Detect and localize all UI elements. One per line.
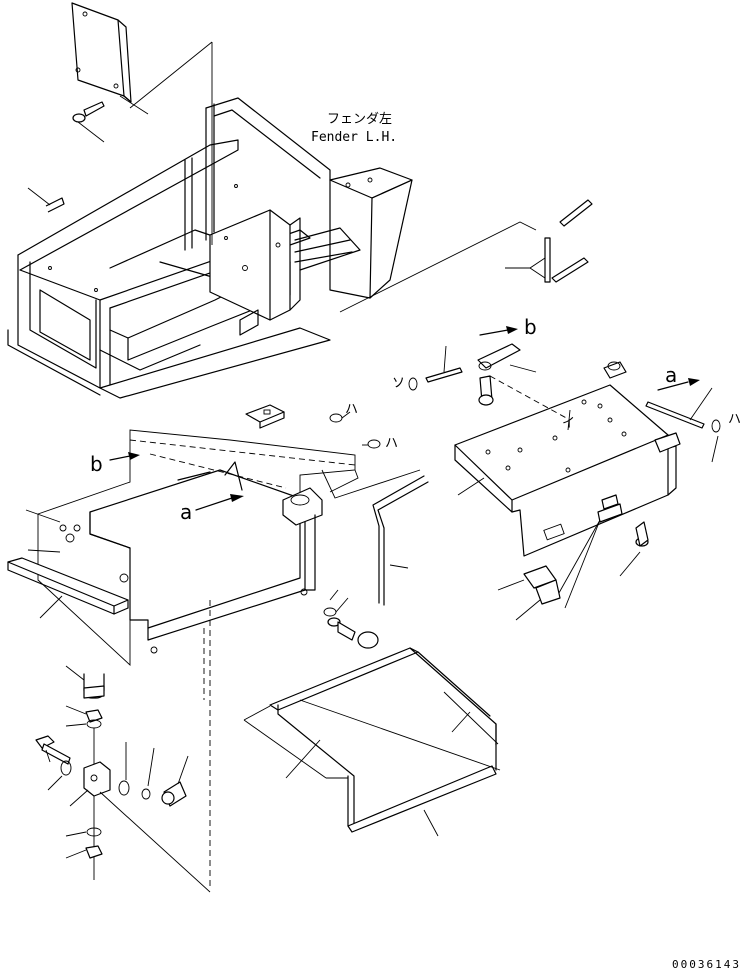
pin-rod xyxy=(425,345,463,383)
main-frame xyxy=(7,97,413,399)
ref-letter-a-right: a xyxy=(665,363,678,387)
side-brackets xyxy=(505,199,593,283)
fender-label-japanese: フェンダ左 xyxy=(327,112,393,127)
bolt-knob xyxy=(323,589,379,649)
leader-line xyxy=(564,519,601,609)
hardware-stack xyxy=(35,665,211,893)
note-kana: ソ xyxy=(392,376,406,391)
arrow-b-left xyxy=(109,452,140,461)
washer-group-middle xyxy=(329,411,381,449)
bolt-right-cover xyxy=(619,521,649,577)
note-kana: ハ xyxy=(728,412,742,427)
leader-line xyxy=(321,469,421,499)
note-kana: ハ xyxy=(345,402,359,417)
note-kana: イ xyxy=(562,416,576,431)
clip-part xyxy=(27,187,65,213)
leader-line xyxy=(339,221,537,313)
cover-plate xyxy=(71,2,132,103)
ref-letter-a-center: a xyxy=(180,500,193,524)
leader-line xyxy=(457,477,485,496)
ref-letter-b-top: b xyxy=(524,315,537,339)
leader-line xyxy=(329,469,359,493)
arrow-a-center xyxy=(195,494,244,511)
leader-line xyxy=(567,409,571,431)
washer-small xyxy=(408,377,418,391)
ref-letter-b-left: b xyxy=(90,452,103,476)
hinge-pin-right xyxy=(603,361,721,463)
latch-bracket xyxy=(497,565,561,621)
fender-label-english: Fender L.H. xyxy=(311,130,398,145)
leader-line xyxy=(25,509,61,523)
left-floor-plate xyxy=(37,429,356,667)
drawing-code: 00036143 xyxy=(672,958,741,971)
note-kana: ハ xyxy=(385,436,399,451)
leader-line xyxy=(27,549,61,553)
leader-line xyxy=(129,41,213,109)
bolt-top-left xyxy=(72,101,105,143)
arrow-a-right xyxy=(657,378,700,391)
right-cover xyxy=(454,384,681,557)
hinge-part xyxy=(477,343,571,421)
leader-line xyxy=(554,519,601,601)
bar-part xyxy=(7,557,129,619)
bent-rod xyxy=(372,475,429,606)
arrow-b-top xyxy=(479,326,518,336)
bracket-tab xyxy=(245,404,285,429)
tray xyxy=(243,647,501,837)
